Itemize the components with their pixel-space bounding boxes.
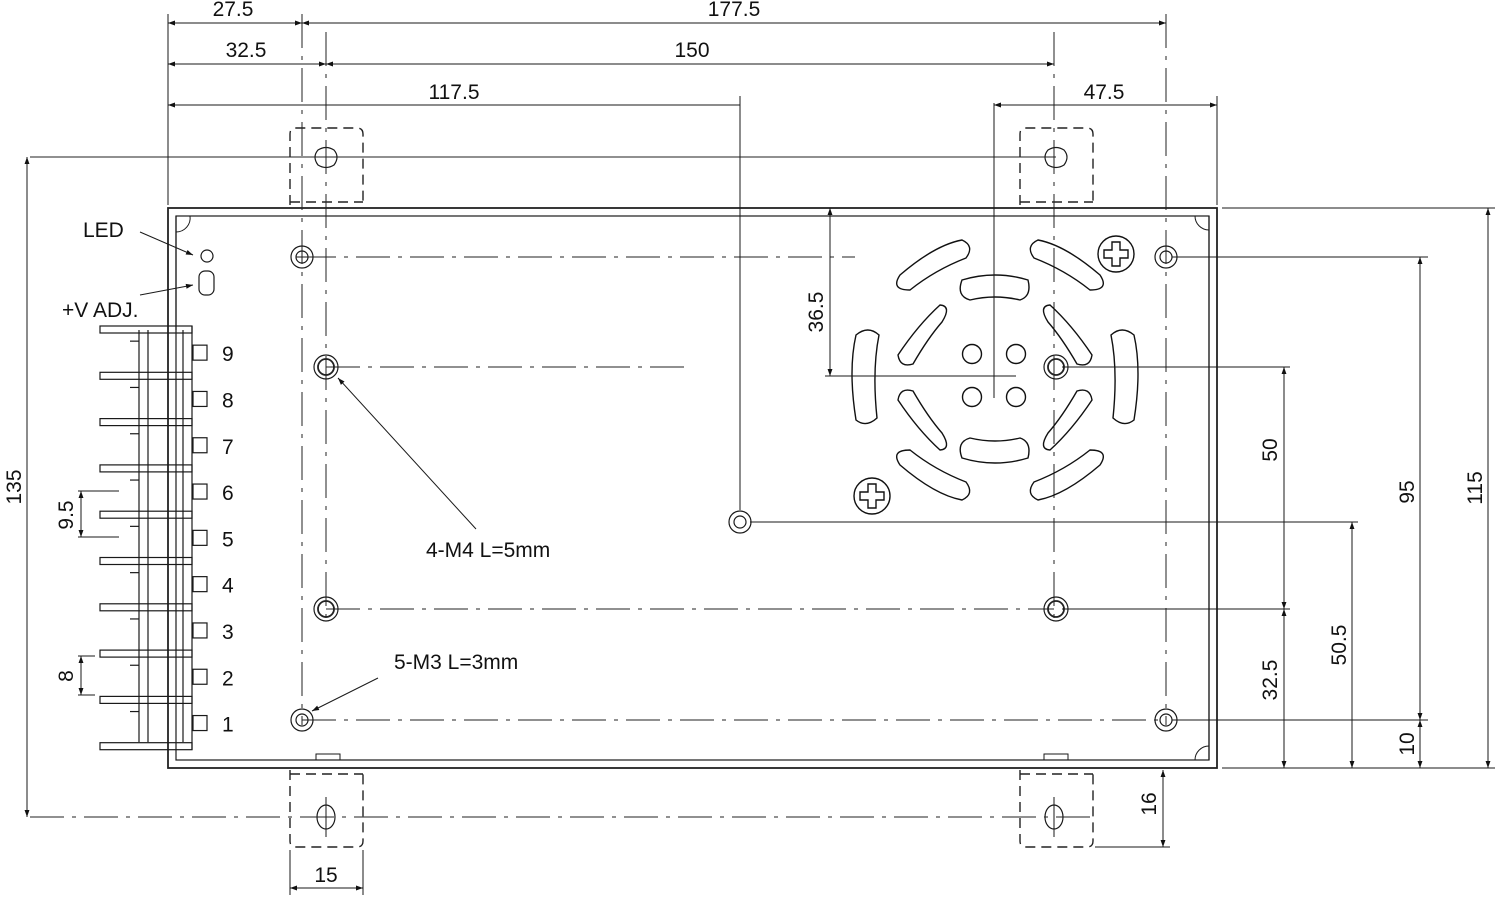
- dim-115: 115: [1464, 471, 1487, 504]
- phillips-screw: [1097, 235, 1135, 273]
- dimension-labels: 27.5 177.5 32.5 150 117.5 47.5 15 135 11…: [3, 0, 1487, 887]
- dim-50-5: 50.5: [1328, 625, 1351, 666]
- m3-hole: [290, 708, 314, 732]
- terminal-7: [130, 433, 208, 454]
- dim-135: 135: [3, 469, 26, 504]
- dim-117-5: 117.5: [429, 81, 480, 104]
- m4-hole: [313, 354, 339, 380]
- terminal-number: 7: [222, 436, 234, 459]
- terminal-pin: [192, 576, 208, 593]
- m3-hole: [728, 510, 752, 534]
- case-outline: [167, 207, 1218, 769]
- terminal-number: 8: [222, 389, 234, 412]
- center-lines: [30, 14, 1167, 818]
- terminal-9: [130, 340, 208, 361]
- terminal-pin: [192, 390, 208, 408]
- phillips-screw: [853, 477, 891, 515]
- terminal-number: 9: [222, 343, 234, 366]
- terminal-labels: 9 8 7 6 5 4 3 2 1: [222, 343, 234, 736]
- dim-32-5-vertical: 32.5: [1259, 660, 1282, 701]
- fan-grille: [825, 103, 1139, 501]
- callout-labels: LED +V ADJ. 4-M4 L=5mm 5-M3 L=3mm: [62, 219, 550, 674]
- dim-95: 95: [1396, 480, 1419, 503]
- terminal-rail: [99, 695, 193, 705]
- dim-47-5: 47.5: [1084, 81, 1125, 104]
- terminal-rail: [99, 464, 193, 473]
- dim-36-5: 36.5: [805, 292, 828, 333]
- dimension-lines: [24, 14, 1495, 895]
- terminal-2: [130, 664, 208, 685]
- terminal-6: [130, 479, 208, 500]
- dim-50: 50: [1259, 438, 1282, 461]
- terminal-rail: [99, 649, 193, 658]
- terminal-pin: [192, 622, 208, 639]
- m4-callout: 4-M4 L=5mm: [426, 539, 550, 562]
- terminal-pin: [192, 714, 208, 732]
- terminal-pin: [192, 668, 208, 685]
- terminal-3: [130, 618, 208, 639]
- vadj-label: +V ADJ.: [62, 299, 138, 322]
- terminal-rail: [99, 742, 193, 751]
- terminal-rail: [99, 418, 193, 427]
- m3-hole: [290, 245, 314, 269]
- terminal-rail: [99, 325, 193, 334]
- terminal-rail: [99, 510, 193, 519]
- dim-16: 16: [1138, 792, 1161, 815]
- dim-27-5: 27.5: [213, 0, 254, 21]
- m4-hole: [313, 596, 339, 622]
- terminal-pin: [192, 483, 208, 500]
- led-label: LED: [83, 219, 124, 242]
- m3-callout: 5-M3 L=3mm: [394, 651, 518, 674]
- terminal-8: [130, 386, 208, 408]
- vadj-potentiometer[interactable]: [198, 270, 215, 296]
- terminal-number: 5: [222, 528, 234, 551]
- terminal-number: 4: [222, 575, 234, 598]
- led-indicator: [200, 249, 214, 263]
- dim-8: 8: [55, 670, 78, 682]
- terminal-rail: [99, 371, 193, 380]
- terminal-rail: [99, 556, 193, 566]
- terminal-number: 2: [222, 667, 234, 690]
- terminal-5: [130, 525, 208, 546]
- terminal-rail: [99, 603, 193, 612]
- terminal-number: 6: [222, 482, 234, 505]
- mounting-brackets: [289, 127, 1094, 848]
- terminal-block: [99, 325, 208, 751]
- terminal-pin: [192, 437, 208, 454]
- terminal-pin: [192, 344, 208, 361]
- terminal-pin: [192, 529, 208, 546]
- dim-9-5: 9.5: [55, 500, 78, 529]
- dim-15: 15: [314, 864, 337, 887]
- dim-150: 150: [674, 39, 709, 62]
- dim-10: 10: [1396, 732, 1419, 755]
- terminal-number: 1: [222, 714, 234, 737]
- terminal-4: [130, 572, 208, 593]
- dim-177-5: 177.5: [708, 0, 761, 21]
- dim-32-5: 32.5: [226, 39, 267, 62]
- terminal-1: [130, 710, 208, 732]
- terminal-number: 3: [222, 621, 234, 644]
